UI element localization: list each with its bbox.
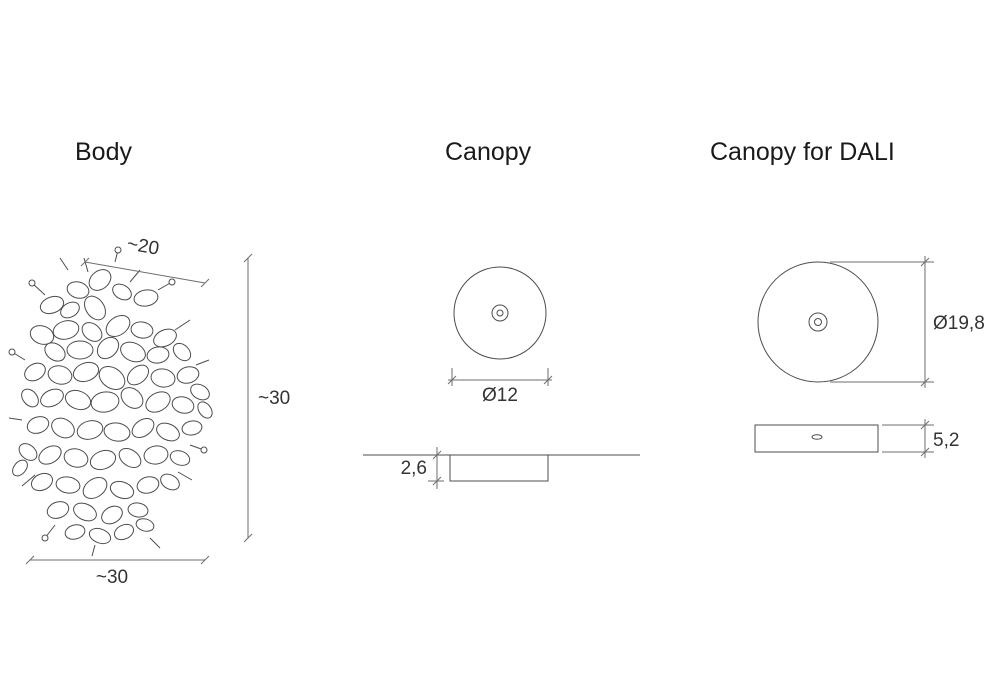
- canopy-dali-side-view: [754, 424, 879, 453]
- canopy-dali-title: Canopy for DALI: [710, 138, 895, 166]
- body-dim-width-bottom-label: ~30: [96, 567, 128, 588]
- canopy-top-view: [453, 266, 547, 360]
- body-dim-width-top-label: ~20: [125, 233, 160, 259]
- canopy-dim-thickness: 2,6: [401, 447, 444, 489]
- canopy-dim-thickness-label: 2,6: [401, 458, 427, 479]
- canopy-dali-top-view: [757, 261, 879, 383]
- canopy-dali-dim-diameter: Ø19,8: [830, 256, 985, 388]
- body-dim-height-label: ~30: [258, 388, 290, 409]
- body-dim-height: ~30: [243, 253, 290, 543]
- canopy-dali-dim-thickness: 5,2: [882, 419, 959, 458]
- cluster-leaves: [12, 269, 213, 545]
- cluster-berries: [8, 246, 208, 542]
- canopy-dim-diameter-label: Ø12: [482, 385, 518, 406]
- body-dim-width-bottom: ~30: [25, 555, 210, 588]
- canopy-dim-diameter: Ø12: [447, 368, 553, 406]
- body-title: Body: [75, 138, 132, 166]
- canopy-side-view: [363, 454, 640, 482]
- body-cluster-drawing: [8, 246, 213, 557]
- canopy-dali-dim-diameter-label: Ø19,8: [933, 313, 985, 334]
- canopy-dali-dim-thickness-label: 5,2: [933, 430, 959, 451]
- canopy-title: Canopy: [445, 138, 532, 166]
